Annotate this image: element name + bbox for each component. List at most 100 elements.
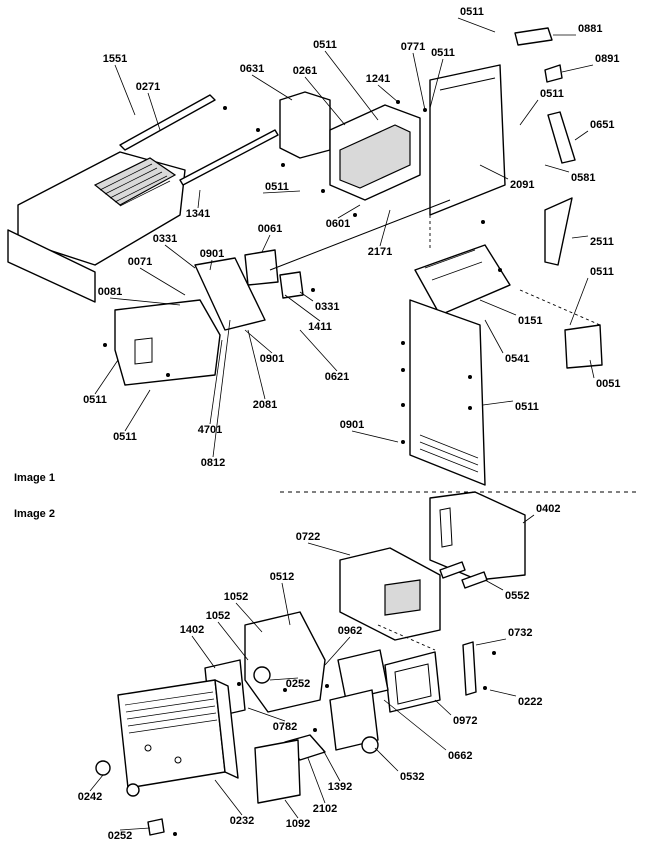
section-title: Image 1 [14,472,55,484]
part-number-label: 0962 [338,625,362,637]
part-number-label: 0511 [590,266,614,278]
part-number-label: 0621 [325,371,349,383]
leader-lines [89,17,595,831]
part-number-label: 0812 [201,457,225,469]
part-number-label: 0232 [230,815,254,827]
leader-line [519,99,539,126]
leader-line [269,677,299,681]
part-number-label: 0901 [200,248,224,260]
part-number-label: 2171 [368,246,392,258]
leader-line [299,291,314,302]
part-number-label: 1392 [328,781,352,793]
part-number-label: 1411 [308,321,332,333]
part-number-label: 0151 [518,315,542,327]
leader-line [569,277,589,326]
part-number-label: 1402 [180,624,204,636]
part-number-label: 0581 [571,172,595,184]
leader-line [299,329,338,372]
leader-line [484,319,504,354]
part-number-label: 0511 [113,431,137,443]
leader-line [374,747,399,772]
part-number-label: 1052 [224,591,248,603]
leader-line [484,579,504,591]
image-1-drawing [7,27,603,486]
part-number-label: 0511 [540,88,564,100]
leader-line [89,774,104,792]
leader-line [379,209,391,247]
leader-line [489,689,517,697]
part-number-label: 0532 [400,771,424,783]
part-number-label: 0782 [273,721,297,733]
leader-line [164,244,196,269]
leader-line [247,707,286,722]
leader-line [214,779,243,816]
leader-line [281,582,291,626]
leader-line [337,204,361,219]
part-number-label: 0552 [505,590,529,602]
part-number-label: 0511 [431,47,455,59]
leader-line [574,130,589,141]
part-number-label: 0901 [260,353,284,365]
leader-line [247,329,266,400]
leader-line [212,319,231,458]
part-number-label: 0071 [128,256,152,268]
leader-line [209,259,213,271]
part-number-label: 0901 [340,419,364,431]
leader-line [561,64,594,73]
leader-line [147,92,161,131]
part-number-label: 2511 [590,236,614,248]
part-number-label: 0972 [453,715,477,727]
part-number-label: 0402 [536,503,560,515]
part-number-label: 0261 [293,65,317,77]
part-number-label: 0252 [108,830,132,842]
part-number-label: 1241 [366,73,390,85]
part-number-label: 0511 [515,401,539,413]
leader-line [475,638,507,646]
part-number-label: 0252 [286,678,310,690]
part-number-label: 0541 [505,353,529,365]
part-number-label: 1052 [206,610,230,622]
leader-line [109,297,181,306]
part-number-label: 0601 [326,218,350,230]
part-number-label: 0331 [153,233,177,245]
leader-line [434,699,452,716]
leader-line [304,76,346,126]
part-number-label: 0881 [578,23,602,35]
part-number-label: 0511 [313,39,337,51]
part-number-label: 0512 [270,571,294,583]
part-number-label: 0732 [508,627,532,639]
part-number-label: 2081 [253,399,277,411]
leader-line [571,235,589,239]
part-number-label: 1551 [103,53,127,65]
leader-line [119,827,151,831]
part-number-label: 0891 [595,53,619,65]
leader-line [244,329,273,354]
part-number-label: 0631 [240,63,264,75]
leader-line [235,602,263,633]
leader-line [383,699,447,751]
leader-line [589,359,595,379]
part-number-label: 2091 [510,179,534,191]
part-number-label: 1341 [186,208,210,220]
leader-line [351,430,399,443]
leader-line [209,339,223,425]
leader-line [191,635,216,669]
part-number-label: 0651 [590,119,614,131]
leader-line [429,58,444,109]
leader-line [124,389,151,432]
part-number-label: 1092 [286,818,310,830]
part-number-label: 0511 [265,181,289,193]
section-title: Image 2 [14,508,55,520]
part-number-label: 4701 [198,424,222,436]
leader-line [457,17,496,33]
leader-line [139,267,186,296]
part-number-label: 0722 [296,531,320,543]
leader-line [217,621,249,661]
leader-line [114,64,136,116]
leader-line [94,359,119,395]
leader-line [412,52,426,111]
part-number-label: 0081 [98,286,122,298]
part-number-label: 0771 [401,41,425,53]
leader-line [307,757,326,804]
